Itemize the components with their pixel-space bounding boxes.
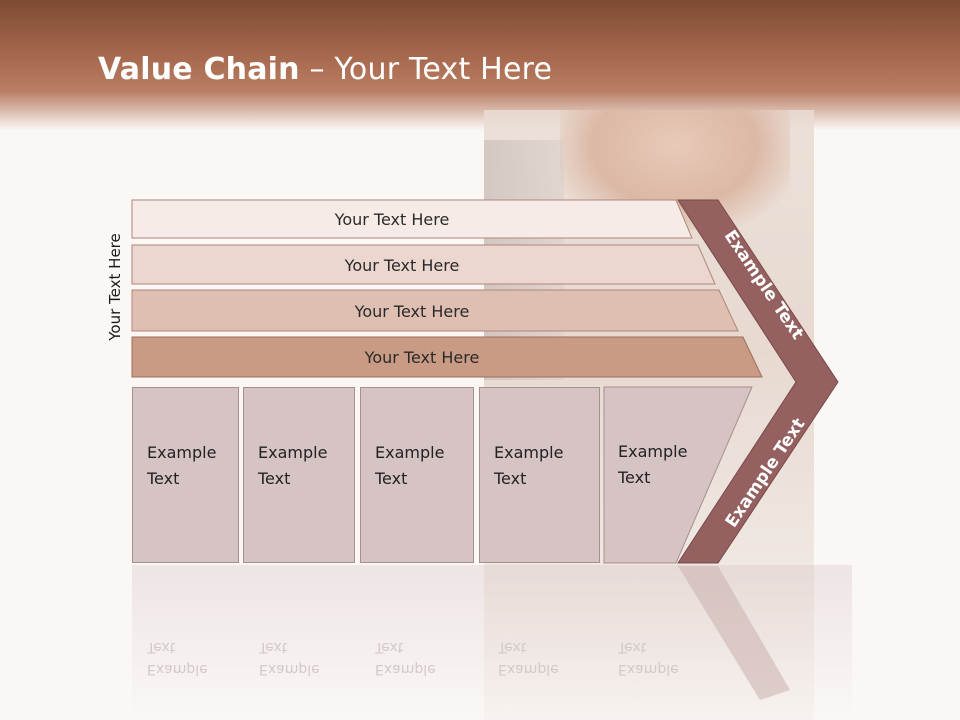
row-2: Your Text Here (132, 246, 712, 284)
col-5-shape (603, 386, 753, 564)
row-1: Your Text Here (132, 200, 692, 238)
column-3-label: Example Text (375, 443, 445, 488)
column-1-label: Example Text (147, 443, 217, 488)
row-3: Your Text Here (132, 292, 732, 330)
column-3: Example Text (360, 387, 474, 563)
column-5: Example Text (604, 387, 704, 563)
column-4: Example Text (479, 387, 600, 563)
row-2-label: Your Text Here (344, 255, 460, 275)
chevron-shape (677, 199, 839, 564)
row-4: Your Text Here (132, 338, 752, 376)
row-3-label: Your Text Here (354, 301, 470, 321)
reflection-area (132, 565, 852, 715)
row-1-shape (131, 199, 693, 239)
page-title: Value Chain – Your Text Here (98, 52, 553, 87)
row-2-shape (131, 244, 716, 285)
row-4-label: Your Text Here (364, 347, 480, 367)
row-4-shape (131, 336, 763, 378)
row-3-shape (131, 289, 739, 332)
column-2-label: Example Text (258, 443, 328, 488)
column-4-label: Example Text (494, 443, 564, 488)
chevron-reflection (678, 566, 790, 700)
header-band (0, 0, 960, 130)
column-2: Example Text (243, 387, 355, 563)
column-5-label: Example Text (618, 442, 688, 487)
column-1: Example Text (132, 387, 239, 563)
row-1-label: Your Text Here (334, 209, 450, 229)
